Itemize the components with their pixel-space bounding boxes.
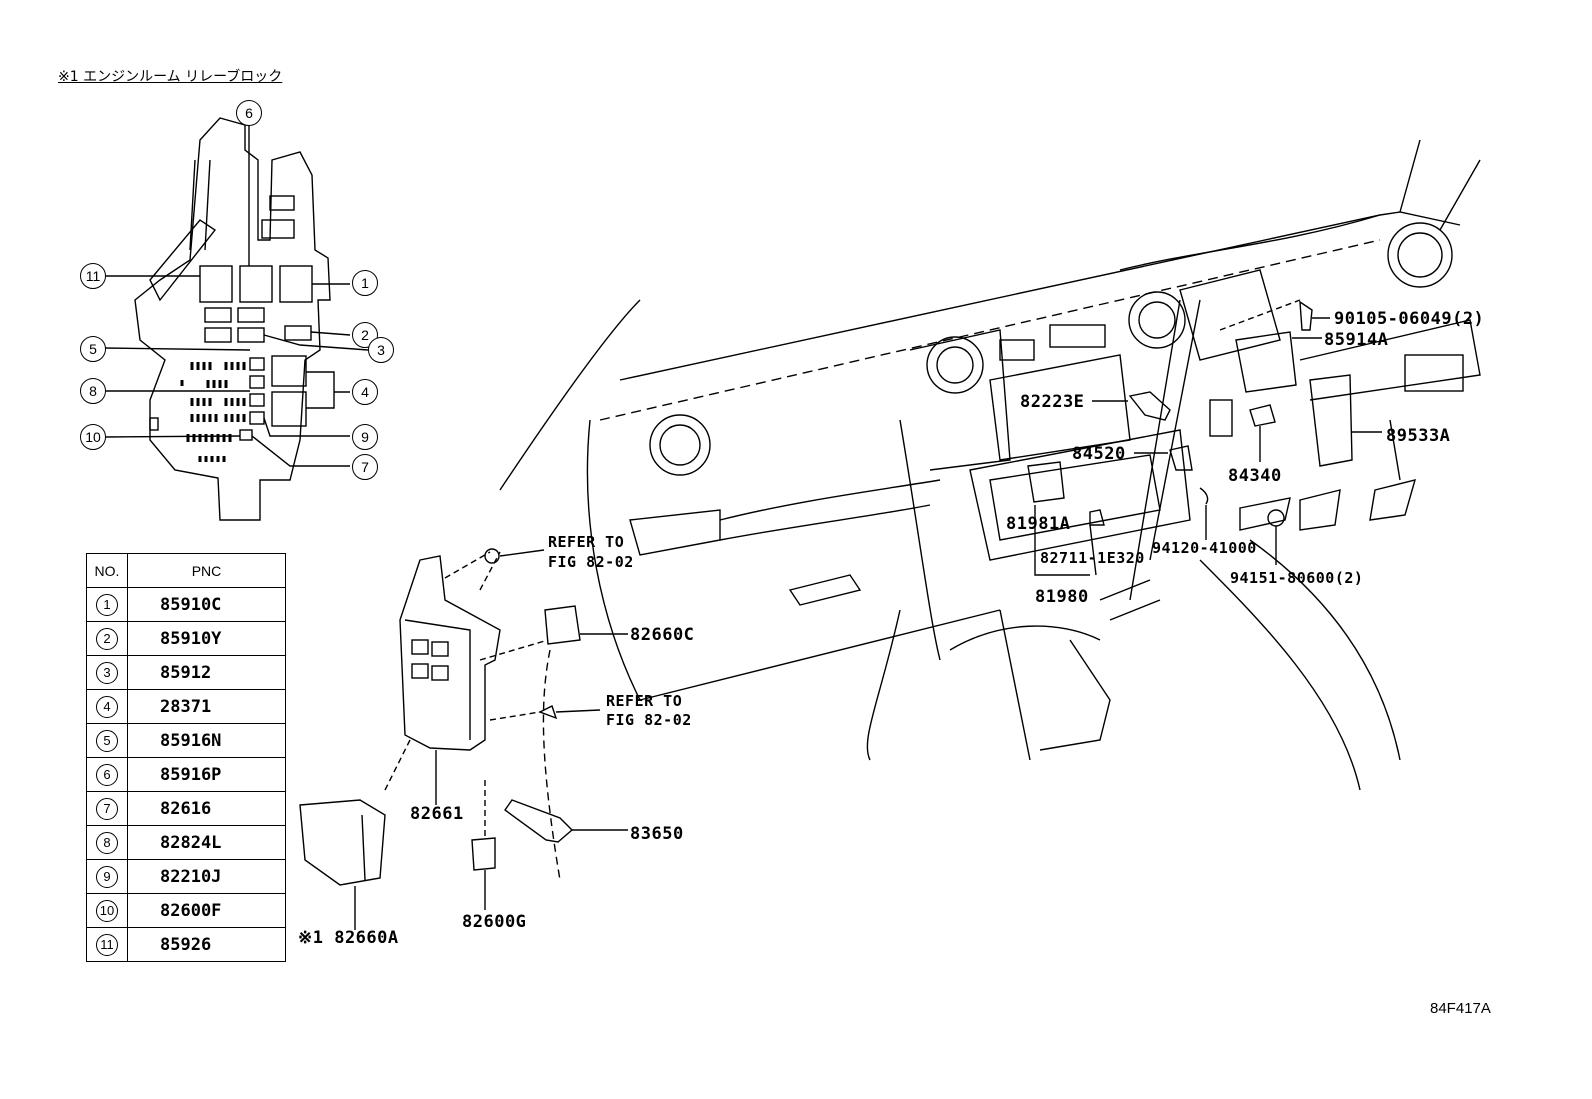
table-row: 5 85916N — [86, 723, 286, 758]
label-82660c: 82660C — [630, 625, 695, 645]
row-number: 10 — [96, 899, 118, 922]
header-pnc: PNC — [127, 553, 286, 588]
callout-10: 10 — [80, 424, 106, 450]
row-number-cell: 9 — [86, 859, 128, 894]
header-no: NO. — [86, 553, 128, 588]
parts-left-drawing — [299, 548, 628, 930]
pnc-table-body: 1 85910C 2 85910Y 3 85912 4 28371 5 85916N 6 85916P… — [86, 587, 286, 962]
label-84520: 84520 — [1072, 444, 1126, 464]
pnc-cell: 82210J — [127, 859, 286, 894]
callout-5: 5 — [80, 336, 106, 362]
row-number: 1 — [96, 593, 118, 616]
row-number-cell: 7 — [86, 791, 128, 826]
label-81981a: 81981A — [1006, 514, 1071, 534]
table-row: 11 85926 — [86, 927, 286, 962]
pnc-cell: 28371 — [127, 689, 286, 724]
callout-4: 4 — [352, 379, 378, 405]
table-row: 1 85910C — [86, 587, 286, 622]
label-fig-82-02-2: FIG 82-02 — [606, 711, 692, 729]
label-refer-to-1: REFER TO — [548, 533, 625, 551]
table-row: 6 85916P — [86, 757, 286, 792]
row-number-cell: 11 — [86, 927, 128, 962]
row-number-cell: 5 — [86, 723, 128, 758]
table-row: 9 82210J — [86, 859, 286, 894]
label-82223e: 82223E — [1020, 392, 1085, 412]
label-82661: 82661 — [410, 804, 464, 824]
callout-1: 1 — [352, 270, 378, 296]
relay-block-drawing — [103, 117, 369, 521]
label-82711-1e320: 82711-1E320 — [1040, 549, 1145, 567]
table-row: 8 82824L — [86, 825, 286, 860]
label-90105-06049: 90105-06049(2) — [1334, 309, 1485, 329]
table-row: 4 28371 — [86, 689, 286, 724]
row-number: 3 — [96, 661, 118, 684]
parts-right-drawing — [1027, 299, 1382, 576]
row-number: 2 — [96, 627, 118, 650]
callout-3: 3 — [368, 337, 394, 363]
label-81980: 81980 — [1035, 587, 1089, 607]
row-number: 7 — [96, 797, 118, 820]
label-82660a: ※1 82660A — [298, 928, 399, 948]
pnc-cell: 82616 — [127, 791, 286, 826]
label-89533a: 89533A — [1386, 426, 1451, 446]
table-row: 10 82600F — [86, 893, 286, 928]
label-94120-41000: 94120-41000 — [1152, 539, 1257, 557]
label-83650: 83650 — [630, 824, 684, 844]
row-number: 11 — [96, 933, 118, 956]
row-number-cell: 1 — [86, 587, 128, 622]
callout-8: 8 — [80, 378, 106, 404]
pnc-cell: 82824L — [127, 825, 286, 860]
label-94151-80600: 94151-80600(2) — [1230, 569, 1364, 587]
label-84340: 84340 — [1228, 466, 1282, 486]
row-number-cell: 3 — [86, 655, 128, 690]
pnc-table: NO. PNC 1 85910C 2 85910Y 3 85912 4 28371 5 85916… — [86, 553, 286, 962]
pnc-cell: 82600F — [127, 893, 286, 928]
row-number-cell: 8 — [86, 825, 128, 860]
pnc-cell: 85926 — [127, 927, 286, 962]
row-number: 5 — [96, 729, 118, 752]
instrument-panel-drawing — [499, 139, 1481, 791]
table-row: 2 85910Y — [86, 621, 286, 656]
pnc-cell: 85916N — [127, 723, 286, 758]
row-number: 6 — [96, 763, 118, 786]
label-82600g: 82600G — [462, 912, 527, 932]
row-number-cell: 10 — [86, 893, 128, 928]
callout-11: 11 — [80, 263, 106, 289]
table-row: 7 82616 — [86, 791, 286, 826]
callout-7: 7 — [352, 454, 378, 480]
row-number-cell: 2 — [86, 621, 128, 656]
pnc-cell: 85916P — [127, 757, 286, 792]
diagram-code: 84F417A — [1430, 1000, 1491, 1017]
table-row: 3 85912 — [86, 655, 286, 690]
row-number-cell: 4 — [86, 689, 128, 724]
pnc-cell: 85910C — [127, 587, 286, 622]
callout-9: 9 — [352, 424, 378, 450]
callout-6: 6 — [236, 100, 262, 126]
label-85914a: 85914A — [1324, 330, 1389, 350]
row-number: 9 — [96, 865, 118, 888]
label-fig-82-02-1: FIG 82-02 — [548, 553, 634, 571]
row-number-cell: 6 — [86, 757, 128, 792]
relay-block-title: ※1 エンジンルーム リレーブロック — [58, 69, 283, 85]
row-number: 4 — [96, 695, 118, 718]
label-refer-to-2: REFER TO — [606, 692, 683, 710]
pnc-cell: 85910Y — [127, 621, 286, 656]
row-number: 8 — [96, 831, 118, 854]
pnc-cell: 85912 — [127, 655, 286, 690]
